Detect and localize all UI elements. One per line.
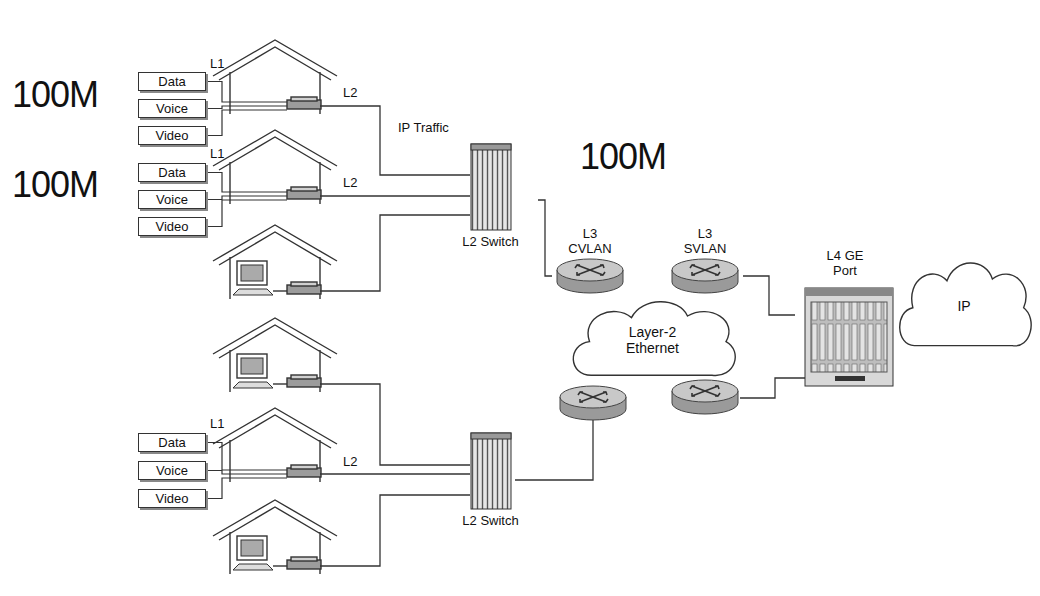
bandwidth-label: 100M (12, 74, 98, 116)
node-label: Data (143, 434, 201, 451)
link-label: L2 (343, 454, 357, 469)
node-label: L3 CVLAN (560, 226, 620, 256)
router: L3 SVLAN (667, 226, 743, 296)
node-label: Video (143, 127, 201, 144)
router-icon (672, 259, 738, 293)
service-box: Voice (138, 190, 206, 209)
link-label: L2 (343, 175, 357, 190)
node-label: IP (957, 298, 970, 314)
node-label: Video (143, 490, 201, 507)
link-label: L2 (343, 85, 357, 100)
router-icon (554, 256, 626, 296)
l2-switch: L2 Switch (443, 432, 538, 528)
uplink-line (743, 276, 795, 315)
node-label: L2 Switch (462, 234, 518, 249)
node-label: Video (143, 218, 201, 235)
uplink-line (538, 200, 552, 276)
switch-icon (470, 143, 512, 231)
link-label: L1 (210, 56, 224, 71)
bandwidth-label: 100M (580, 136, 666, 178)
router-icon (560, 386, 626, 420)
house-icons (213, 40, 337, 574)
node-label: Voice (143, 100, 201, 117)
node-label: Voice (143, 462, 201, 479)
router-icon (557, 259, 623, 293)
link-label: L1 (210, 416, 224, 431)
router: L3 CVLAN (552, 226, 628, 296)
node-label: L2 Switch (462, 513, 518, 528)
service-wires (206, 82, 287, 499)
node-label: Data (143, 73, 201, 90)
link-label: IP Traffic (398, 120, 449, 135)
network-cloud: IP (893, 252, 1035, 360)
l2-switch: L2 Switch (443, 143, 538, 249)
service-box: Video (138, 217, 206, 236)
node-label: L4 GE Port (815, 248, 875, 278)
service-box: Video (138, 126, 206, 145)
node-label: L3 SVLAN (675, 226, 735, 256)
router-icon (669, 256, 741, 296)
node-label: Layer-2 Ethernet (613, 324, 693, 356)
access-wires (320, 106, 805, 566)
network-cloud: Layer-2 Ethernet (565, 292, 740, 388)
link-label: L1 (210, 146, 224, 161)
ge-port-device: L4 GE Port (795, 248, 895, 388)
service-box: Voice (138, 461, 206, 480)
service-box: Data (138, 163, 206, 182)
service-box: Voice (138, 99, 206, 118)
service-box: Data (138, 72, 206, 91)
switch-icon (470, 432, 512, 510)
service-box: Video (138, 489, 206, 508)
service-box: Data (138, 433, 206, 452)
ge-port-chassis (795, 282, 895, 388)
node-label: Data (143, 164, 201, 181)
node-label: Voice (143, 191, 201, 208)
bandwidth-label: 100M (12, 164, 98, 206)
router-icon (672, 380, 738, 414)
